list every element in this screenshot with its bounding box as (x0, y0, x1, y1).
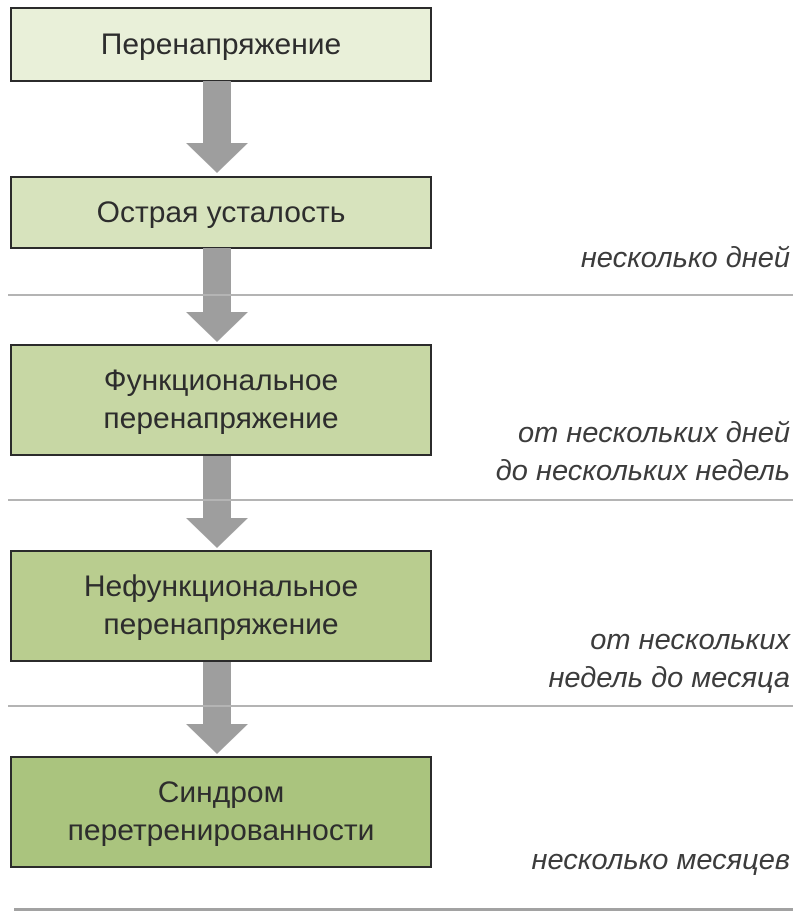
down-arrow-icon (186, 456, 248, 548)
arrow-shaft (203, 456, 231, 518)
stage-box-acute-fatigue: Острая усталость (10, 176, 432, 249)
duration-label-functional-overreaching: от нескольких дней до нескольких недель (495, 417, 790, 487)
down-arrow-icon (186, 662, 248, 754)
stage-label: Перенапряжение (100, 27, 342, 61)
duration-label-acute-fatigue: несколько дней (580, 242, 790, 274)
stage-box-overtraining-syndrome: Синдром перетренированности (10, 756, 432, 868)
stage-box-functional-overreaching: Функциональное перенапряжение (10, 344, 432, 456)
stage-label: Острая усталость (96, 195, 346, 229)
arrow-head (186, 518, 248, 548)
stage-box-nonfunctional-overreaching: Нефункциональное перенапряжение (10, 550, 432, 662)
down-arrow-icon (186, 248, 248, 342)
separator-line (8, 294, 793, 296)
arrow-head (186, 143, 248, 173)
arrow-shaft (203, 248, 231, 312)
separator-line (8, 705, 793, 707)
stage-label: Нефункциональное перенапряжение (83, 570, 359, 641)
duration-label-overtraining-syndrome: несколько месяцев (531, 844, 790, 876)
arrow-head (186, 312, 248, 342)
arrow-shaft (203, 81, 231, 143)
stage-label: Синдром перетренированности (67, 776, 375, 847)
separator-line-bottom (14, 908, 793, 911)
arrow-head (186, 724, 248, 754)
duration-label-nonfunctional-overreaching: от нескольких недель до месяца (548, 624, 790, 694)
stage-box-overexertion: Перенапряжение (10, 7, 432, 82)
arrow-shaft (203, 662, 231, 724)
down-arrow-icon (186, 81, 248, 173)
separator-line (8, 499, 793, 501)
stage-label: Функциональное перенапряжение (103, 364, 339, 435)
